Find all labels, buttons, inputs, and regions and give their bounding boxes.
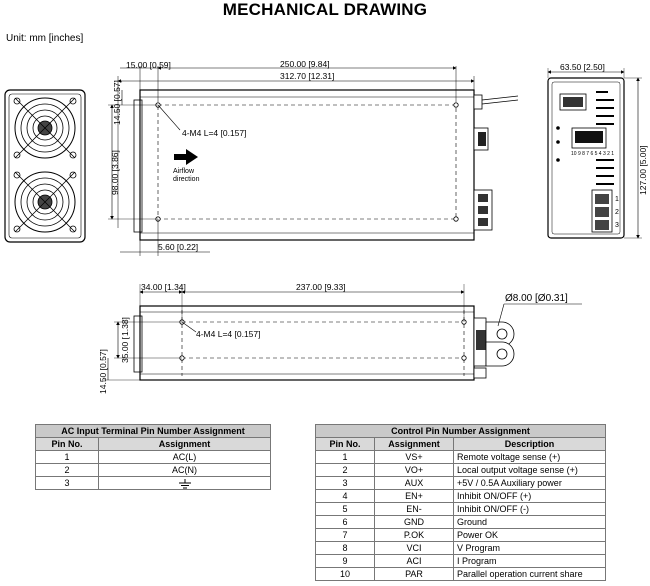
end-view: 10 9 8 7 6 5 4 3 2 1 1 2 3 63.50 [2.50] … xyxy=(547,62,648,239)
end-terminal-1: 1 xyxy=(615,196,619,203)
page-title: MECHANICAL DRAWING xyxy=(222,0,428,19)
top-dim-5-60: 5.60 [0.22] xyxy=(158,242,198,252)
side-dim-34: 34.00 [1.34] xyxy=(141,282,186,292)
ctrl-col-pin: Pin No. xyxy=(315,437,375,451)
side-dim-1-38: 1.38] xyxy=(120,317,130,336)
ctrl-table-title: Control Pin Number Assignment xyxy=(315,424,606,438)
ctrl-col-assignment: Assignment xyxy=(374,437,454,451)
ctrl-col-description: Description xyxy=(453,437,606,451)
fan-front-view xyxy=(4,89,86,243)
end-terminal-2: 2 xyxy=(615,209,619,216)
ctrl-description: Ground xyxy=(453,515,606,529)
ctrl-assignment: EN+ xyxy=(374,489,454,503)
end-dim-63: 63.50 [2.50] xyxy=(560,62,605,72)
ctrl-pin: 2 xyxy=(315,463,375,477)
control-pin-table: Control Pin Number Assignment Pin No. As… xyxy=(315,424,606,581)
end-connector-pins: 10 9 8 7 6 5 4 3 2 1 xyxy=(571,151,614,157)
side-dim-14-50: 14.50 [0.57] xyxy=(98,349,108,394)
ctrl-assignment: VS+ xyxy=(374,450,454,464)
ctrl-description: Power OK xyxy=(453,528,606,542)
ctrl-pin: 7 xyxy=(315,528,375,542)
ctrl-pin: 5 xyxy=(315,502,375,516)
lower-fan-icon xyxy=(13,171,77,233)
table-row: 3 xyxy=(35,476,271,490)
side-dim-8: Ø8.00 [Ø0.31] xyxy=(505,293,568,304)
mechanical-drawing: Airflow direction 4-M4 L=4 [0.157] 15.00… xyxy=(4,59,648,394)
ctrl-pin: 8 xyxy=(315,541,375,555)
side-view: 4-M4 L=4 [0.157] Ø8.00 [Ø0.31] 34.00 [1.… xyxy=(98,282,582,394)
ctrl-assignment: PAR xyxy=(374,567,454,581)
ctrl-description: Inhibit ON/OFF (+) xyxy=(453,489,606,503)
ctrl-assignment: GND xyxy=(374,515,454,529)
ac-table-title: AC Input Terminal Pin Number Assignment xyxy=(35,424,271,438)
upper-fan-icon xyxy=(13,97,77,159)
ac-pin: 3 xyxy=(35,476,99,490)
vent-slots xyxy=(596,91,614,185)
top-view: Airflow direction 4-M4 L=4 [0.157] 15.00… xyxy=(108,59,519,256)
side-dim-237: 237.00 [9.33] xyxy=(296,282,346,292)
ctrl-assignment: EN- xyxy=(374,502,454,516)
ctrl-pin: 4 xyxy=(315,489,375,503)
ac-assignment: AC(N) xyxy=(98,463,271,477)
table-row: 1 AC(L) xyxy=(35,450,271,464)
ac-input-table: AC Input Terminal Pin Number Assignment … xyxy=(35,424,271,490)
ctrl-description: +5V / 0.5A Auxiliary power xyxy=(453,476,606,490)
top-dim-15: 15.00 [0.59] xyxy=(126,60,171,70)
ac-col-assignment: Assignment xyxy=(98,437,271,451)
ac-pin: 1 xyxy=(35,450,99,464)
ctrl-pin: 9 xyxy=(315,554,375,568)
top-screw-note: 4-M4 L=4 [0.157] xyxy=(182,128,247,138)
ctrl-assignment: AUX xyxy=(374,476,454,490)
top-dim-250: 250.00 [9.84] xyxy=(280,59,330,69)
airflow-label-line2: direction xyxy=(173,176,200,183)
end-dim-127: 127.00 [5.00] xyxy=(638,145,648,195)
side-screw-note: 4-M4 L=4 [0.157] xyxy=(196,329,261,339)
ac-pin: 2 xyxy=(35,463,99,477)
ac-assignment: AC(L) xyxy=(98,450,271,464)
ctrl-assignment: VO+ xyxy=(374,463,454,477)
ground-symbol-icon xyxy=(178,478,191,489)
ctrl-assignment: ACI xyxy=(374,554,454,568)
ctrl-pin: 1 xyxy=(315,450,375,464)
ctrl-description: I Program xyxy=(453,554,606,568)
ring-lug-icon xyxy=(485,321,515,367)
airflow-label-line1: Airflow xyxy=(173,168,195,175)
ctrl-description: Parallel operation current share xyxy=(453,567,606,581)
ctrl-assignment: P.OK xyxy=(374,528,454,542)
end-terminal-3: 3 xyxy=(615,222,619,229)
table-row: 2 AC(N) xyxy=(35,463,271,477)
top-dim-98: 98.00 [3.86] xyxy=(110,150,120,195)
ctrl-pin: 6 xyxy=(315,515,375,529)
ctrl-description: V Program xyxy=(453,541,606,555)
ctrl-description: Remote voltage sense (+) xyxy=(453,450,606,464)
ctrl-assignment: VCI xyxy=(374,541,454,555)
airflow-arrow-icon xyxy=(174,149,198,165)
ctrl-pin: 10 xyxy=(315,567,375,581)
ac-col-pin: Pin No. xyxy=(35,437,99,451)
top-dim-312: 312.70 [12.31] xyxy=(280,71,334,81)
ac-assignment-ground xyxy=(98,476,271,490)
top-dim-14-50: 14.50 [0.57] xyxy=(112,80,122,125)
ctrl-description: Local output voltage sense (+) xyxy=(453,463,606,477)
ctrl-pin: 3 xyxy=(315,476,375,490)
side-dim-35: 35.00 [ xyxy=(120,336,130,363)
ctrl-description: Inhibit ON/OFF (-) xyxy=(453,502,606,516)
unit-label: Unit: mm [inches] xyxy=(6,33,84,44)
